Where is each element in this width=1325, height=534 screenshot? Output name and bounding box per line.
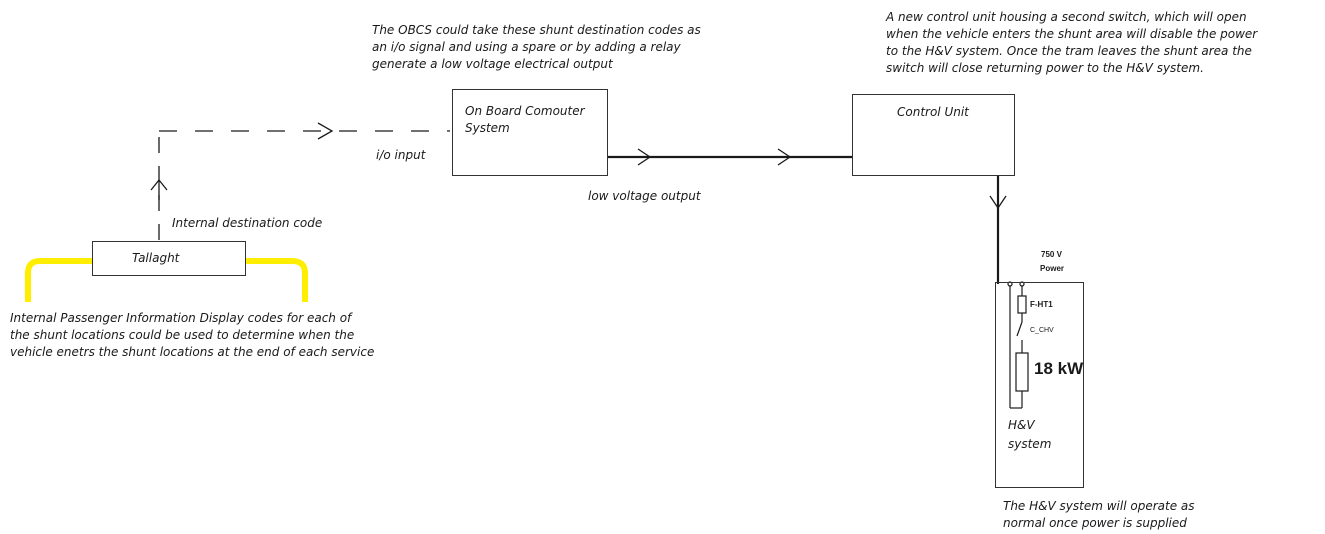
hv-box: H&V system xyxy=(995,282,1084,488)
control-unit-note: A new control unit housing a second swit… xyxy=(886,10,1258,75)
arrow-down-icon xyxy=(989,195,1007,210)
tallaght-title: Tallaght xyxy=(132,251,180,265)
arrow-right-icon xyxy=(317,122,334,140)
pid-note: Internal Passenger Information Display c… xyxy=(10,311,375,359)
tallaght-box: Tallaght xyxy=(92,241,246,276)
rating-label: 18 kW xyxy=(1034,359,1084,378)
power-word-label: Power xyxy=(1040,264,1065,273)
control-unit-title: Control Unit xyxy=(897,105,969,119)
obcs-title: On Board Comouter System xyxy=(465,104,585,135)
highlight-bracket-left xyxy=(25,258,92,302)
power-voltage-label: 750 V xyxy=(1041,250,1062,259)
internal-destination-code-label: Internal destination code xyxy=(172,216,323,230)
low-voltage-output-label: low voltage output xyxy=(588,189,701,203)
fuse-label: F-HT1 xyxy=(1030,300,1053,309)
highlight-bracket-right xyxy=(246,258,308,302)
hv-circuit xyxy=(1007,281,1029,409)
obcs-note: The OBCS could take these shunt destinat… xyxy=(372,23,701,71)
contactor-label: C_CHV xyxy=(1030,327,1054,334)
arrow-right-icon xyxy=(637,148,652,166)
control-unit-box: Control Unit xyxy=(852,94,1015,176)
hv-title: H&V system xyxy=(1008,418,1052,451)
arrow-right-icon xyxy=(777,148,792,166)
hv-note: The H&V system will operate as normal on… xyxy=(1003,499,1195,530)
io-input-label: i/o input xyxy=(376,148,426,162)
obcs-box: On Board Comouter System xyxy=(452,89,608,176)
